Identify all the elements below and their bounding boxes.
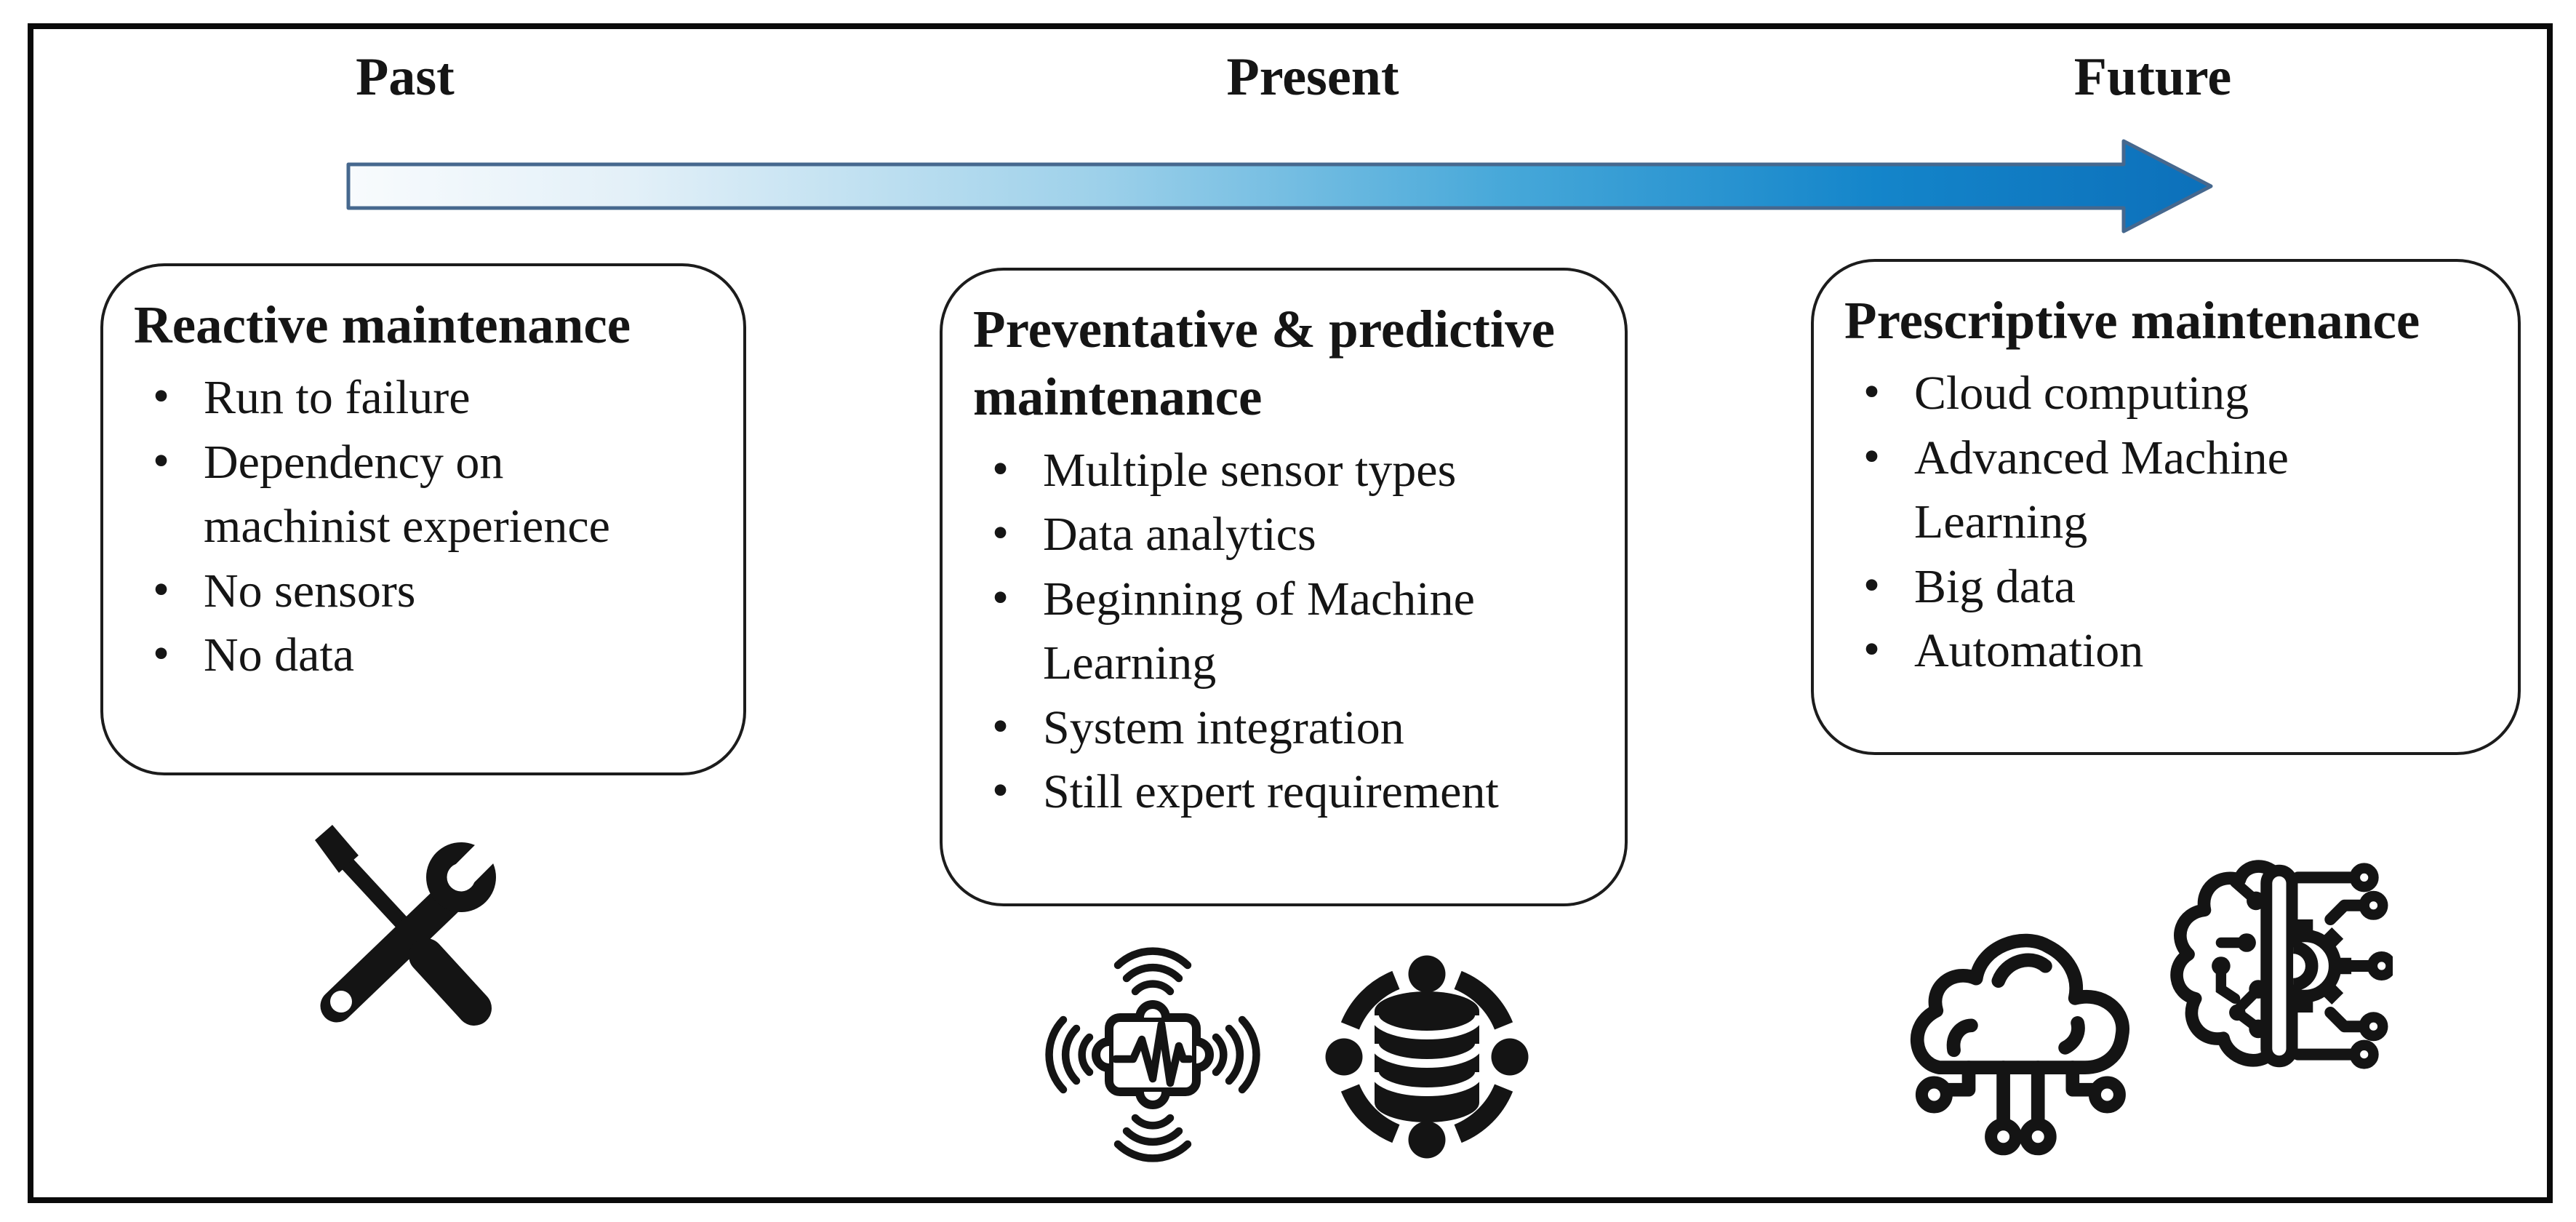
stage-card-prescriptive-maintenance: Prescriptive maintenance Cloud computing… [1811, 259, 2521, 755]
stage-card-preventative-predictive-maintenance: Preventative & predictive maintenance Mu… [940, 268, 1628, 906]
bullet-item: Multiple sensor types [973, 437, 1594, 503]
timeline-label-future: Future [2073, 47, 2232, 107]
timeline-arrow [346, 139, 2213, 233]
stage-title: Reactive maintenance [134, 295, 631, 354]
bullet-item: Run to failure [134, 364, 713, 430]
stage-title: Preventative & predictive maintenance [973, 300, 1556, 427]
bullet-item: Advanced Machine Learning [1844, 425, 2487, 555]
timeline-label-past: Past [356, 47, 455, 107]
bullet-item: Automation [1844, 618, 2487, 683]
bullet-item: No sensors [134, 558, 713, 623]
bullet-item: No data [134, 622, 713, 687]
stage-card-reactive-maintenance: Reactive maintenance Run to failure Depe… [100, 263, 746, 775]
bullet-item: Cloud computing [1844, 360, 2487, 426]
stage-bullet-list: Run to failure Dependency on machinist e… [134, 364, 713, 687]
cloud-computing-icon [1891, 909, 2145, 1157]
stage-title: Prescriptive maintenance [1844, 291, 2420, 350]
vibration-sensor-icon [1040, 946, 1265, 1164]
stage-bullet-list: Cloud computing Advanced Machine Learnin… [1844, 360, 2487, 683]
stage-bullet-list: Multiple sensor types Data analytics Beg… [973, 437, 1594, 825]
bullet-item: System integration [973, 695, 1594, 760]
bullet-item: Dependency on machinist experience [134, 429, 713, 559]
bullet-item: Still expert requirement [973, 759, 1594, 824]
bullet-item: Data analytics [973, 501, 1594, 567]
timeline-label-present: Present [1226, 47, 1399, 107]
crossed-tools-icon [300, 816, 518, 1034]
brain-gear-icon [2156, 850, 2393, 1082]
bullet-item: Big data [1844, 554, 2487, 619]
bullet-item: Beginning of Machine Learning [973, 566, 1594, 696]
connected-database-icon [1318, 946, 1536, 1164]
